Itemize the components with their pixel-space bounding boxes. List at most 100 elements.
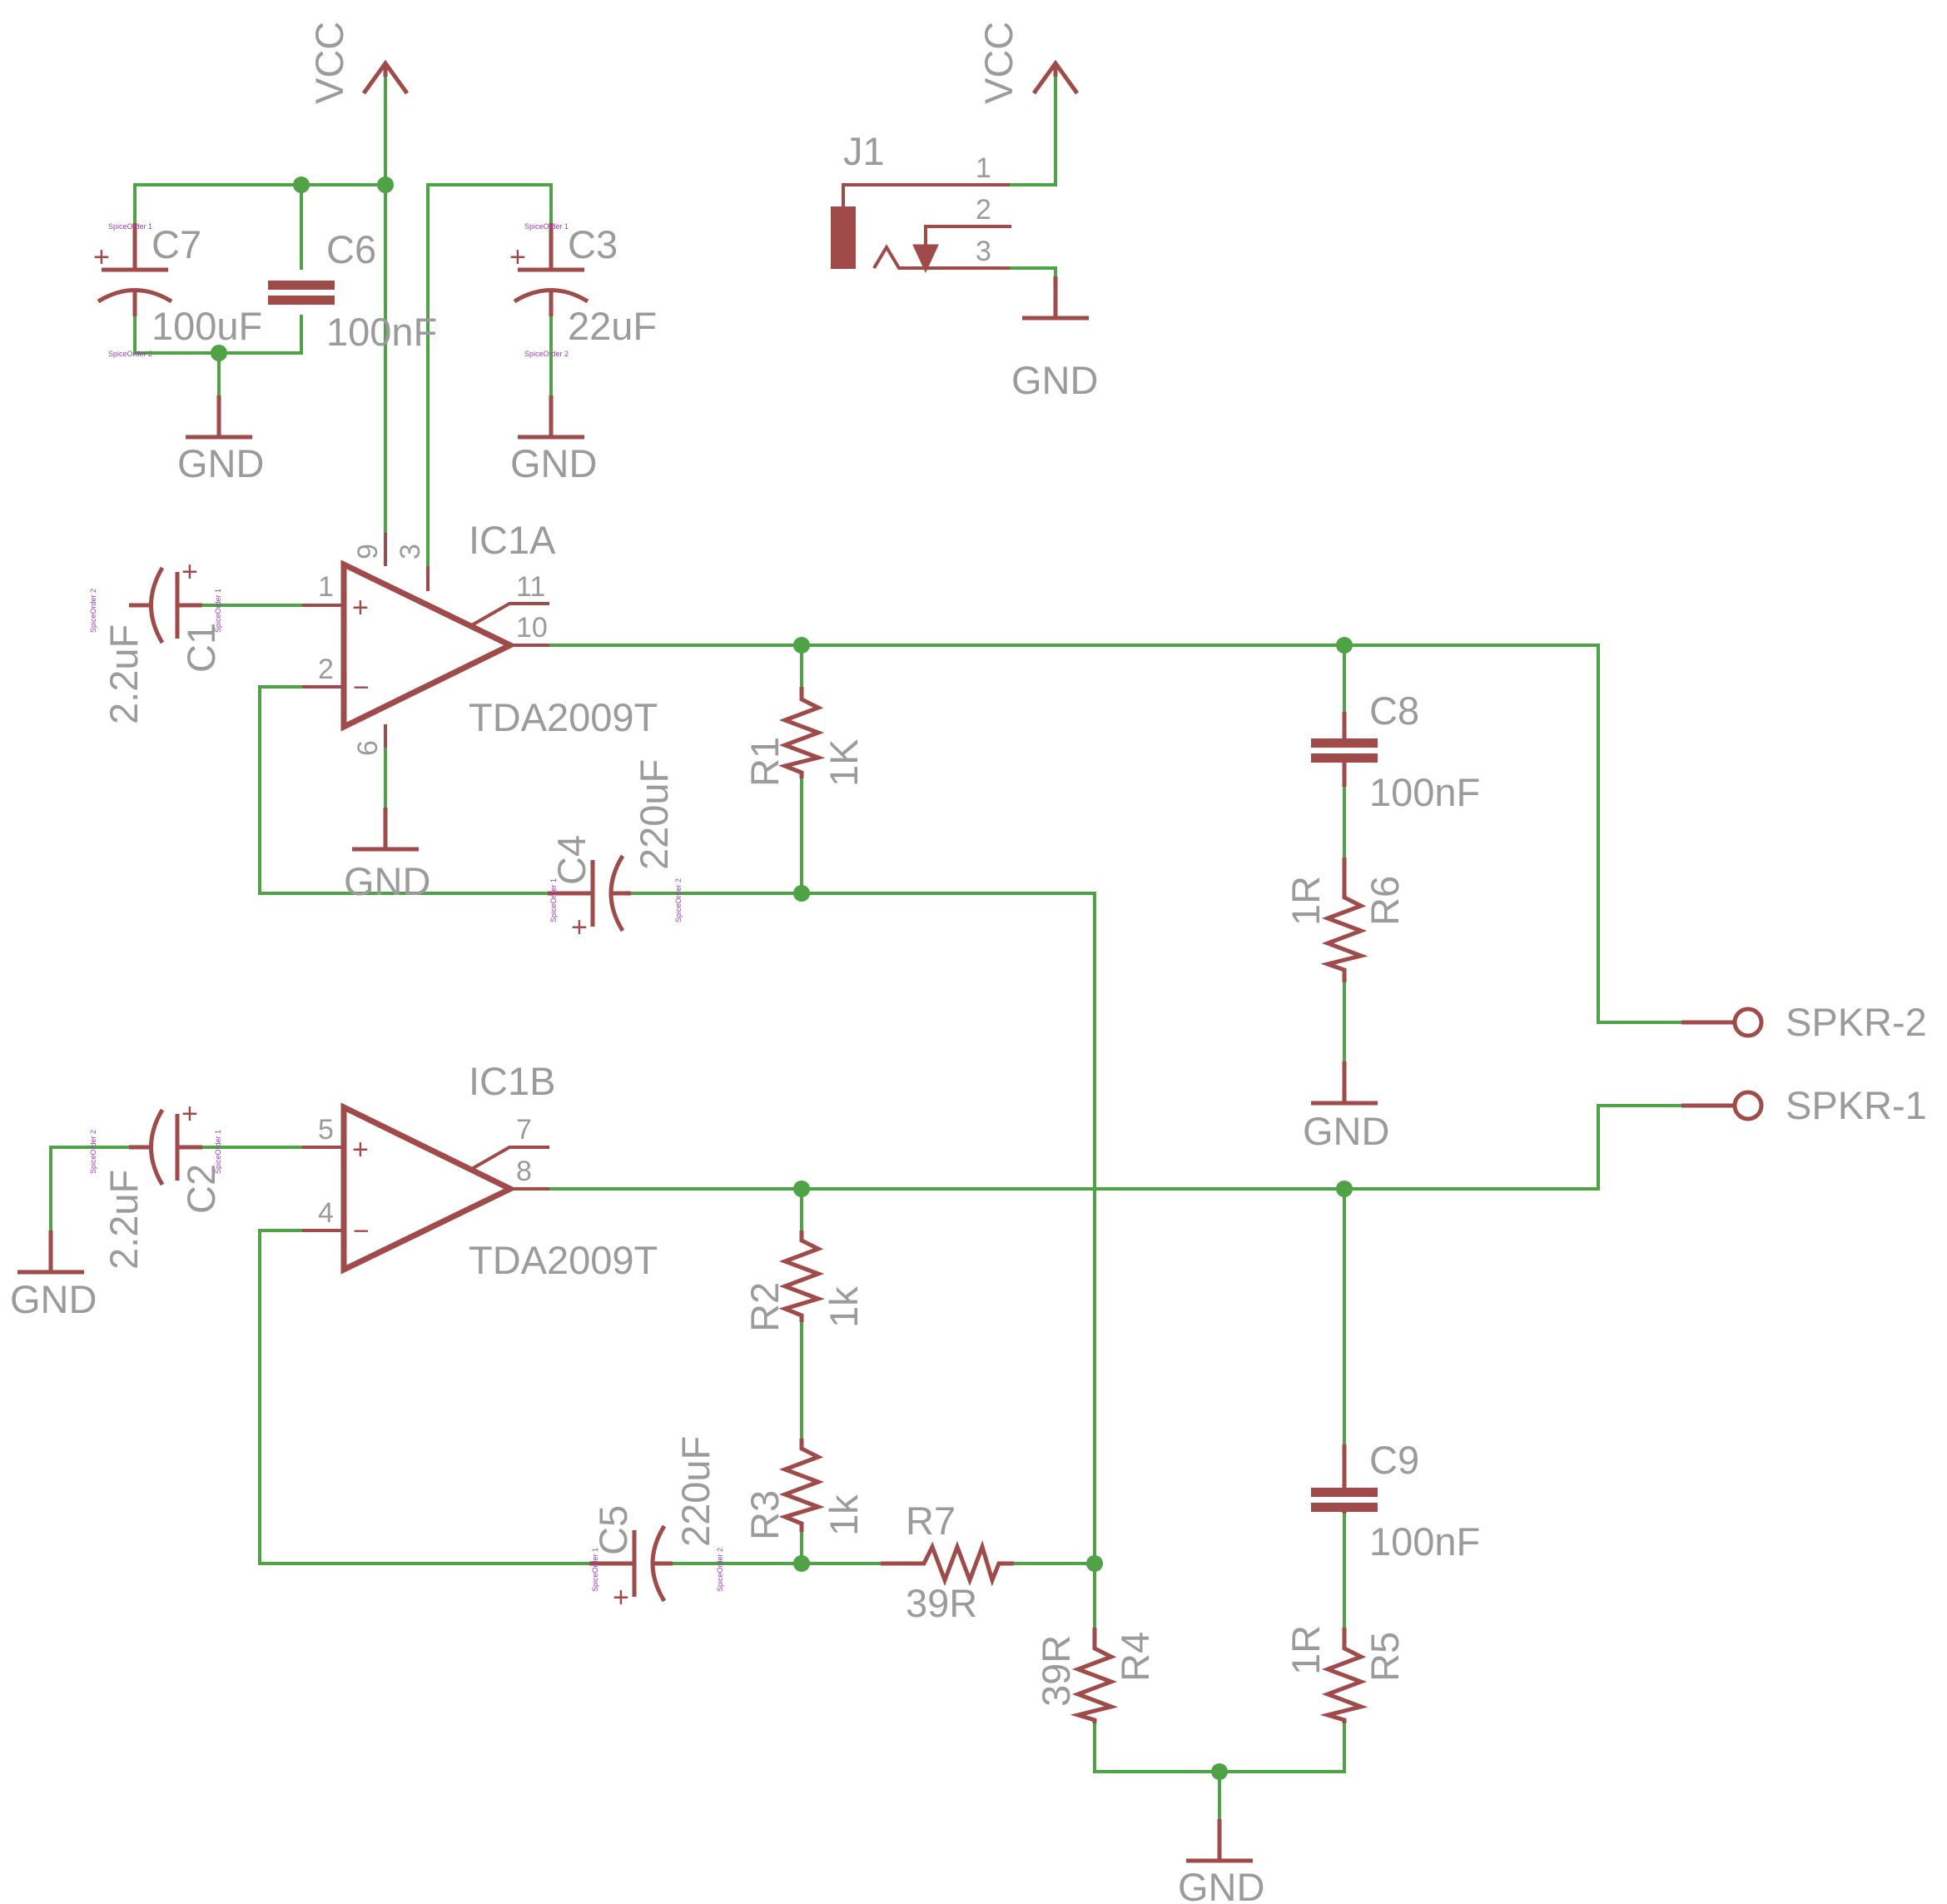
- polarity-plus: +: [181, 1098, 198, 1130]
- r7-name: R7: [906, 1499, 956, 1543]
- spice-order-label: SpiceOrder 2: [108, 350, 152, 358]
- spice-order-label: SpiceOrder 2: [89, 1130, 97, 1174]
- ic1b-pin-4: 4: [318, 1197, 334, 1229]
- capacitor-c3: + C3 22uF SpiceOrder 1 SpiceOrder 2: [509, 222, 657, 358]
- c8-name: C8: [1369, 689, 1419, 733]
- ic1a-pin-10: 10: [516, 612, 548, 644]
- c9-value: 100nF: [1369, 1519, 1480, 1563]
- spice-order-label: SpiceOrder 2: [89, 589, 97, 633]
- capacitor-c7: + C7 100uF SpiceOrder 1 SpiceOrder 2: [93, 222, 262, 358]
- c3-value: 22uF: [568, 304, 657, 348]
- ic1b-plus-sign: +: [352, 1134, 369, 1166]
- spice-order-label: SpiceOrder 1: [524, 222, 569, 231]
- junction-dot: [793, 885, 810, 902]
- r6-value: 1R: [1284, 876, 1328, 926]
- junction-dot: [793, 1555, 810, 1572]
- capacitor-c1: + C1 2.2uF SpiceOrder 2 SpiceOrder 1: [89, 556, 223, 724]
- r5-name: R5: [1363, 1632, 1407, 1682]
- r3-name: R3: [743, 1490, 787, 1540]
- ic1a-pin-11: 11: [516, 571, 545, 603]
- junction-dot: [1086, 1555, 1103, 1572]
- ic1a-pin-1: 1: [318, 571, 334, 603]
- junction-dot: [1336, 637, 1353, 654]
- r4-value: 39R: [1034, 1635, 1078, 1707]
- ic1a-pin-2: 2: [318, 654, 334, 685]
- polarity-plus: +: [571, 912, 588, 943]
- resistor-r3: R3 1k: [743, 1439, 866, 1540]
- polarity-plus: +: [509, 241, 526, 273]
- ic1b-name: IC1B: [469, 1059, 556, 1103]
- capacitor-c6: C6 100nF: [268, 227, 437, 354]
- j1-name: J1: [843, 129, 885, 173]
- j1-pin-label: 1: [976, 152, 991, 184]
- jack-j1: J1 1 2 3: [831, 129, 1055, 273]
- ic1a-pin-6: 6: [352, 740, 384, 756]
- r4-name: R4: [1113, 1632, 1157, 1682]
- polarity-plus: +: [613, 1582, 629, 1613]
- spice-order-label: SpiceOrder 1: [549, 878, 558, 922]
- polarity-plus: +: [181, 556, 198, 588]
- r5-value: 1R: [1284, 1625, 1328, 1675]
- spkr1-label: SPKR-1: [1786, 1083, 1927, 1127]
- resistor-r6: 1R R6: [1284, 858, 1407, 982]
- c7-value: 100uF: [151, 304, 262, 348]
- c1-value: 2.2uF: [102, 624, 146, 724]
- ic1b-value: TDA2009T: [469, 1238, 658, 1282]
- capacitor-c2: + C2 2.2uF SpiceOrder 2 SpiceOrder 1: [89, 1098, 223, 1270]
- capacitor-c8: C8 100nF: [1311, 689, 1480, 814]
- capacitor-c9: C9 100nF: [1311, 1438, 1480, 1563]
- r3-value: 1k: [822, 1494, 866, 1536]
- resistor-r7: R7 39R: [881, 1499, 1014, 1625]
- polarity-plus: +: [93, 241, 110, 273]
- spkr2-label: SPKR-2: [1786, 1000, 1927, 1044]
- junction-dot: [377, 176, 394, 193]
- j1-pin-label: 2: [976, 194, 991, 226]
- gnd-label: GND: [1011, 358, 1098, 402]
- junction-dot: [793, 637, 810, 654]
- spice-order-label: SpiceOrder 2: [716, 1548, 724, 1592]
- gnd-symbol-bottom: GND: [1178, 1819, 1264, 1904]
- vcc-symbol-right: VCC: [976, 22, 1080, 104]
- spice-order-label: SpiceOrder 1: [214, 1130, 222, 1174]
- resistor-r5: 1R R5: [1284, 1625, 1407, 1723]
- c5-name: C5: [591, 1505, 635, 1555]
- gnd-label: GND: [10, 1277, 97, 1321]
- c4-value: 220uF: [632, 759, 676, 870]
- ic1a-pin-3: 3: [395, 544, 426, 559]
- gnd-label: GND: [1303, 1109, 1389, 1153]
- opamp-ic1b: + − 5 4 7 8 IC1B TDA2009T: [302, 1059, 658, 1282]
- gnd-symbol-c7c6: GND: [177, 395, 264, 485]
- ic1b-pin-7: 7: [516, 1114, 532, 1146]
- spice-order-label: SpiceOrder 2: [524, 350, 569, 358]
- gnd-symbol-r6: GND: [1303, 1061, 1389, 1153]
- junction-dot: [293, 176, 310, 193]
- c7-name: C7: [151, 222, 201, 266]
- spice-order-label: SpiceOrder 1: [108, 222, 152, 231]
- gnd-symbol-j1: GND: [1011, 276, 1098, 402]
- ic1a-value: TDA2009T: [469, 695, 658, 739]
- gnd-label: GND: [344, 859, 430, 903]
- r1-value: 1K: [822, 739, 866, 788]
- capacitor-c4: + C4 220uF SpiceOrder 1 SpiceOrder 2: [548, 759, 683, 943]
- capacitor-c5: + C5 220uF SpiceOrder 1 SpiceOrder 2: [589, 1436, 724, 1613]
- connector-spkr2: SPKR-2: [1681, 1000, 1927, 1044]
- ic1b-pin-5: 5: [318, 1114, 334, 1146]
- opamp-ic1a: + − 1 2 11 10 9 3 6 IC1A TDA2009T: [302, 518, 658, 756]
- junction-dot: [1336, 1181, 1353, 1197]
- vcc-label: VCC: [976, 22, 1021, 104]
- c8-value: 100nF: [1369, 770, 1480, 814]
- r6-name: R6: [1363, 876, 1407, 926]
- resistor-r2: R2 1k: [743, 1230, 866, 1332]
- c2-value: 2.2uF: [102, 1170, 146, 1270]
- junction-dot: [793, 1181, 810, 1197]
- c5-value: 220uF: [673, 1436, 718, 1547]
- ic1a-plus-sign: +: [352, 592, 369, 624]
- wires: [49, 73, 1683, 1821]
- junctions: [211, 176, 1353, 1780]
- r2-value: 1k: [822, 1286, 866, 1328]
- c6-name: C6: [326, 227, 376, 271]
- c1-name: C1: [179, 623, 223, 673]
- r7-value: 39R: [906, 1581, 977, 1625]
- spice-order-label: SpiceOrder 2: [674, 878, 683, 922]
